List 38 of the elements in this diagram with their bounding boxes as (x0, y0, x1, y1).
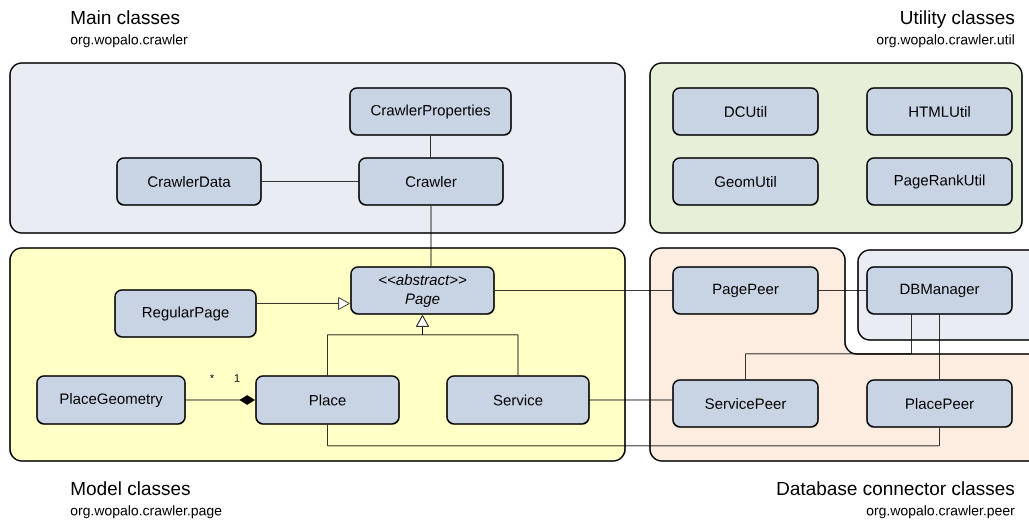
association-line (494, 290, 673, 291)
package-name: org.wopalo.crawler.util (876, 34, 1014, 48)
association-line (818, 290, 867, 291)
class-box: PlacePeer (866, 379, 1013, 428)
composition-line (185, 395, 255, 405)
class-box: Crawler (358, 157, 504, 206)
class-box: GeomUtil (672, 157, 819, 206)
generalization-arrow (416, 315, 519, 376)
class-box: ServicePeer (672, 379, 819, 428)
class-box: DBManager (866, 266, 1013, 315)
class-box: PlaceGeometry (36, 375, 186, 425)
association-line (745, 314, 912, 380)
package-heading: Utility classes (901, 10, 1015, 28)
class-box: CrawlerData (116, 157, 262, 206)
association-line (430, 135, 431, 158)
package-heading: Main classes (71, 10, 180, 25)
package-name: org.wopalo.crawler.peer (866, 505, 1015, 519)
class-box: PageRankUtil (866, 157, 1013, 206)
multiplicity-label: 1 (234, 374, 240, 382)
association-line (589, 399, 673, 401)
association-line (261, 181, 359, 182)
class-box: RegularPage (114, 289, 257, 338)
package-heading: Model classes (71, 481, 190, 496)
class-box: HTMLUtil (866, 87, 1013, 136)
class-box: <<abstract>> Page (350, 266, 495, 315)
class-box: Service (446, 375, 590, 425)
generalization-arrow (256, 297, 350, 310)
class-box: PagePeer (672, 266, 819, 315)
class-box: DCUtil (672, 87, 819, 136)
association-line (430, 205, 432, 267)
package-name: org.wopalo.crawler.page (70, 505, 222, 519)
class-box: CrawlerProperties (349, 87, 512, 136)
association-line (939, 314, 940, 380)
association-line (327, 424, 940, 447)
package-heading: Database connector classes (777, 481, 1015, 496)
multiplicity-label: * (210, 374, 214, 379)
class-box: Place (255, 375, 400, 425)
package-name: org.wopalo.crawler (70, 34, 188, 48)
